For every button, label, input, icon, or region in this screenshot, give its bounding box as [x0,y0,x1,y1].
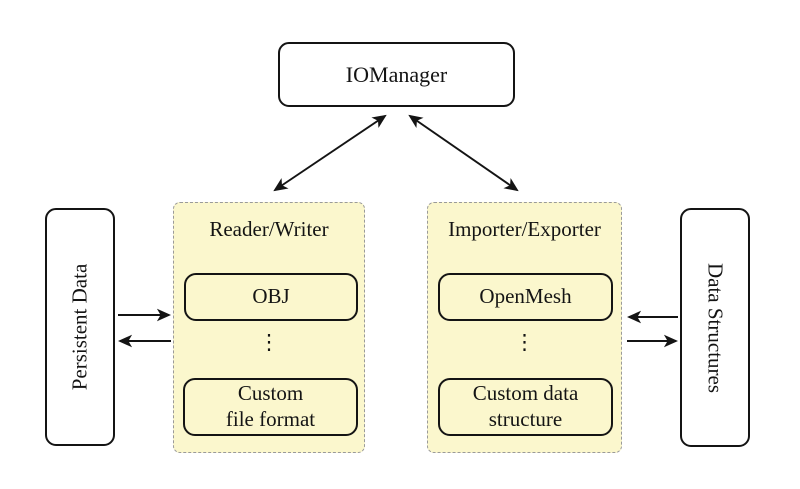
openmesh-label: OpenMesh [479,284,572,309]
node-iomanager: IOManager [278,42,515,107]
arrow-iomanager-importerexporter [408,114,519,192]
custom-data-structure-label: Custom data structure [472,381,579,431]
node-data-structures: Data Structures [680,208,750,447]
node-persistent-data: Persistent Data [45,208,115,446]
node-obj: OBJ [184,273,358,321]
node-custom-data-structure: Custom data structure [438,378,613,436]
node-openmesh: OpenMesh [438,273,613,321]
reader-writer-ellipsis-icon: ⋮ [258,330,280,354]
data-structures-label: Data Structures [703,262,728,393]
custom-file-format-label: Custom file format [225,381,316,431]
iomanager-label: IOManager [345,61,448,87]
obj-label: OBJ [252,284,290,309]
persistent-data-label: Persistent Data [67,263,92,391]
importer-exporter-ellipsis-icon: ⋮ [514,330,535,354]
reader-writer-title: Reader/Writer [209,217,329,241]
group-reader-writer: Reader/Writer OBJ ⋮ Custom file format [173,202,365,453]
importer-exporter-title: Importer/Exporter [448,217,601,241]
group-importer-exporter: Importer/Exporter OpenMesh ⋮ Custom data… [427,202,622,453]
node-custom-file-format: Custom file format [183,378,358,436]
arrow-iomanager-readerwriter [273,114,387,192]
